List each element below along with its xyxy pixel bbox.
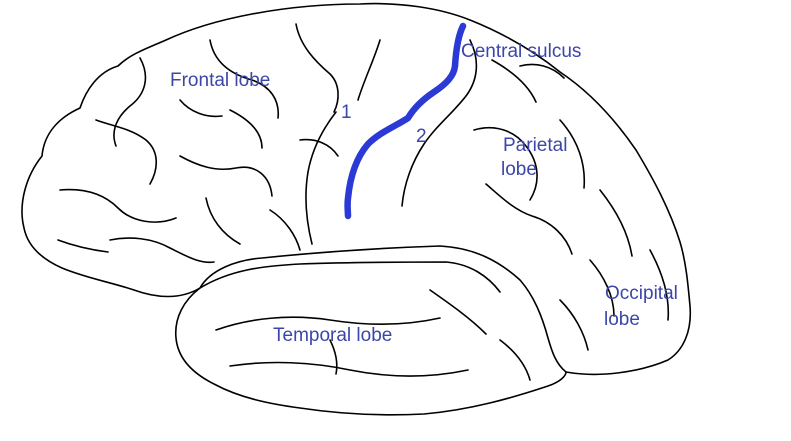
- temporal-lobe-label: Temporal lobe: [273, 325, 393, 346]
- central-sulcus-label: Central sulcus: [461, 41, 582, 62]
- frontal-lobe-label: Frontal lobe: [170, 70, 271, 91]
- central-sulcus-highlight: [344, 22, 467, 220]
- occipital-lobe-label-line2: lobe: [604, 309, 640, 330]
- temporal-outline: [175, 287, 567, 416]
- sylvian-fissure: [199, 261, 501, 293]
- number-1-label: 1: [341, 102, 352, 123]
- parietal-lobe-label-line1: Parietal: [503, 135, 568, 156]
- parietal-lobe-label-line2: lobe: [501, 159, 537, 180]
- number-2-label: 2: [416, 126, 427, 147]
- brain-outline: [21, 2, 692, 376]
- occipital-lobe-label-line1: Occipital: [605, 283, 678, 304]
